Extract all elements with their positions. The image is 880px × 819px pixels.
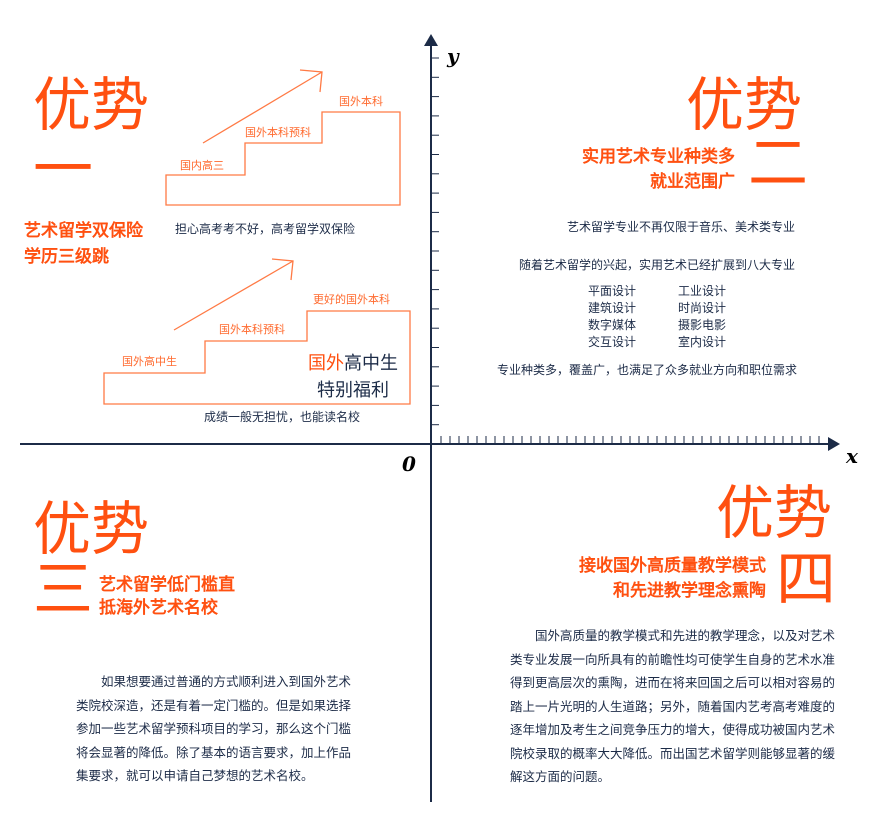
major: 建筑设计 bbox=[588, 301, 637, 315]
advantage4-body: 国外高质量的教学模式和先进的教学理念，以及对艺术类专业发展一向所具有的前瞻性均可… bbox=[510, 628, 836, 784]
stairs-top-arrow bbox=[202, 69, 323, 144]
x-axis-arrow bbox=[828, 437, 840, 451]
y-axis-arrow bbox=[424, 34, 438, 46]
majors-list: 平面设计 工业设计 建筑设计 时尚设计 数字媒体 摄影电影 交互设计 室内设计 bbox=[588, 283, 748, 351]
advantage2-subtitle-1: 实用艺术专业种类多 bbox=[582, 147, 735, 167]
x-axis-label: x bbox=[846, 444, 858, 468]
stairs-bottom-caption: 成绩一般无担忧，也能读名校 bbox=[204, 410, 361, 424]
advantage3-subtitle: 艺术留学低门槛直抵海外艺术名校 bbox=[99, 575, 235, 618]
advantage2-line2: 随着艺术留学的兴起，实用艺术已经扩展到八大专业 bbox=[518, 258, 795, 272]
advantage4-number: 四 bbox=[776, 545, 836, 615]
y-axis-label: y bbox=[447, 44, 459, 68]
major: 室内设计 bbox=[678, 335, 727, 349]
special-benefit-line2: 特别福利 bbox=[317, 380, 389, 401]
advantage2-heading: 优势 bbox=[686, 71, 803, 139]
advantage3-body: 如果想要通过普通的方式顺利进入到国外艺术类院校深造，还是有着一定门槛的。但是如果… bbox=[76, 674, 352, 783]
advantage2-subtitle-2: 就业范围广 bbox=[650, 172, 735, 192]
major: 摄影电影 bbox=[678, 318, 727, 332]
advantage2-line1: 艺术留学专业不再仅限于音乐、美术类专业 bbox=[566, 220, 795, 234]
axis-ticks bbox=[431, 57, 820, 444]
major: 时尚设计 bbox=[678, 301, 727, 315]
advantage4-subtitle-1: 接收国外高质量教学模式 bbox=[579, 556, 766, 576]
advantage4-subtitle-2: 和先进教学理念熏陶 bbox=[613, 581, 766, 601]
major: 交互设计 bbox=[588, 335, 637, 349]
advantage1-subtitle-2: 学历三级跳 bbox=[24, 247, 109, 267]
stairs-bottom-arrow bbox=[173, 258, 294, 331]
advantage2-number: 二 bbox=[748, 129, 808, 199]
advantage1-subtitle-1: 艺术留学双保险 bbox=[24, 221, 143, 241]
stairs-top-outline bbox=[165, 111, 401, 206]
advantage2-line3: 专业种类多，覆盖广，也满足了众多就业方向和职位需求 bbox=[496, 363, 797, 377]
advantage1-number: 一 bbox=[33, 135, 93, 205]
stairs-top-step-1: 国内高三 bbox=[180, 159, 224, 172]
major: 平面设计 bbox=[588, 284, 637, 298]
advantage1-heading: 优势 bbox=[33, 71, 150, 139]
major: 工业设计 bbox=[678, 284, 727, 298]
stairs-top-step-2: 国外本科预科 bbox=[245, 126, 311, 139]
advantage4-heading: 优势 bbox=[716, 479, 833, 547]
stairs-bottom-step-1: 国外高中生 bbox=[122, 355, 177, 368]
stairs-bottom-step-2: 国外本科预科 bbox=[219, 323, 285, 336]
special-benefit-title: 国外高中生 bbox=[308, 349, 398, 375]
highlight-dark: 高中生 bbox=[344, 353, 398, 374]
stairs-bottom-outline bbox=[103, 310, 411, 405]
stairs-top-caption: 担心高考考不好，高考留学双保险 bbox=[175, 222, 356, 236]
highlight-orange: 国外 bbox=[308, 353, 344, 374]
advantage3-heading: 优势 bbox=[33, 495, 150, 563]
stairs-bottom-step-3: 更好的国外本科 bbox=[313, 293, 390, 306]
stairs-top-step-3: 国外本科 bbox=[339, 95, 383, 108]
advantage3-number: 三 bbox=[33, 555, 93, 625]
major: 数字媒体 bbox=[588, 318, 637, 332]
origin-label: 0 bbox=[402, 452, 416, 476]
